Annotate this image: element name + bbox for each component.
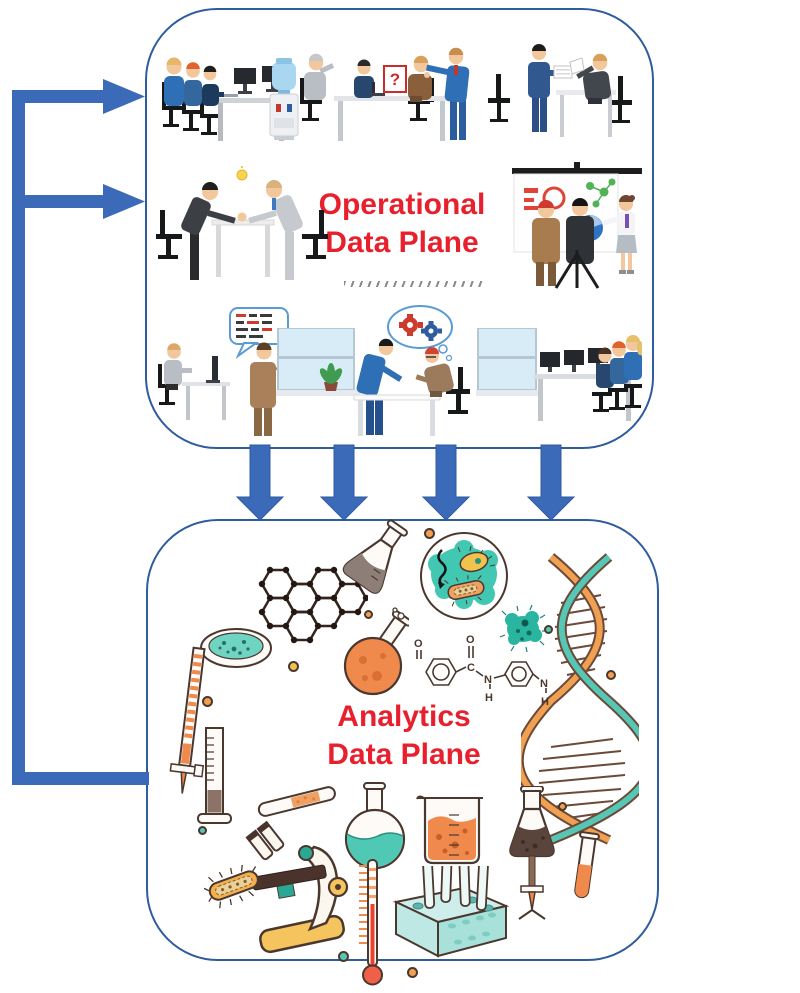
analytics-title: Analytics Data Plane [294,698,514,774]
scene-document-handoff [528,44,632,137]
atom-n1: N [484,674,492,686]
scene-team-at-dual-monitors [162,57,290,141]
operational-title: Operational Data Plane [292,186,512,262]
round-flask-orange-icon [343,607,409,696]
feedback-loop-arrow [12,79,149,785]
dot-orange [558,802,567,811]
feedback-arrowhead-lower [103,184,145,219]
microscope-icon [245,820,349,954]
down-arrow-4 [526,444,576,521]
scene-meeting-question-placard: ? [300,47,510,141]
petri-dish-icon [200,628,272,668]
molecule-lattice-icon [258,566,368,644]
dot-orange [606,670,616,680]
office-window-icon [476,328,538,396]
down-arrow-2 [319,444,369,521]
test-tube-rack-icon [392,866,510,958]
bacteria-capsule-icon [204,864,263,909]
dot-teal [198,826,207,835]
dot-teal [338,951,349,962]
microbes-magnified-circle-icon [420,532,508,620]
beaker-orange-icon [416,795,483,865]
test-swab-icon [257,786,336,817]
atom-h2: H [541,696,549,708]
scene-gears-discussion [353,305,470,436]
graduated-cylinder-icon [197,727,232,824]
tilted-erlenmeyer-flask-icon [342,519,408,594]
thermometer-icon [359,859,383,986]
question-placard-text: ? [390,70,400,89]
dot-yellow [288,661,299,672]
scene-thinking-speech-bubble [158,307,289,436]
scene-team-at-triple-monitors [534,335,642,421]
down-arrow-1 [235,444,285,521]
chemical-structure-formula-icon: O C O N H N H [414,634,549,708]
burette-icon [169,646,206,794]
atom-o1: O [414,638,423,650]
teal-amoeba-icon [499,604,547,653]
operational-title-line2: Data Plane [325,226,479,259]
dotted-divider [344,281,484,287]
atom-n2: N [540,678,548,690]
operational-title-line1: Operational [318,188,486,221]
atom-h1: H [485,692,493,704]
atom-c: C [467,662,475,674]
down-arrow-3 [421,444,471,521]
dot-orange [202,696,213,707]
atom-o2: O [466,634,475,646]
office-window-plant-icon [276,328,360,396]
scene-presentation-screen [512,162,642,289]
dot-orange [364,610,373,619]
dot-orange [424,528,435,539]
feedback-arrowhead-upper [103,79,145,114]
round-flask-teal-icon [344,782,406,870]
dot-teal [544,625,553,634]
dot-orange [407,967,418,978]
erlenmeyer-on-stand-icon [509,786,555,920]
analytics-title-line1: Analytics [337,700,471,733]
test-tube-small-icon [574,831,600,899]
water-cooler-icon [269,58,299,140]
scene-handshake-deal [156,166,328,280]
analytics-title-line2: Data Plane [327,738,481,771]
